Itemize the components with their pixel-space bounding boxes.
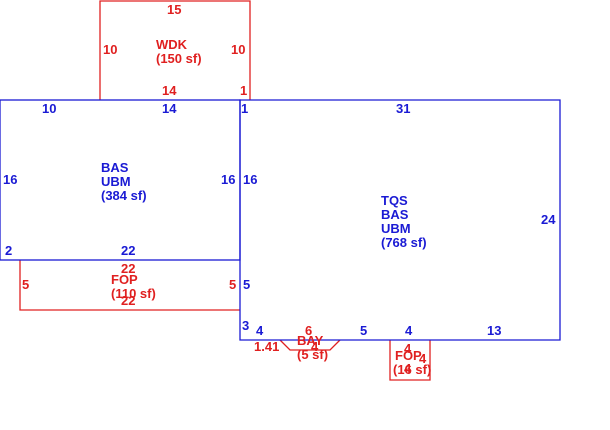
fop-outline xyxy=(19,260,240,311)
fop-code: FOP xyxy=(111,272,138,287)
right-block-outline xyxy=(239,99,561,341)
dim-step: 5 xyxy=(243,277,251,292)
dim-wdk-right: 10 xyxy=(231,42,246,57)
dim-bottom-c: 4 xyxy=(405,323,413,338)
dim-fop-bottom: 22 xyxy=(121,293,136,308)
bay-outline xyxy=(279,339,341,351)
dim-wdk-bottom-right: 1 xyxy=(240,83,248,98)
fop-small-code: FOP xyxy=(395,348,422,363)
bay-code: BAY xyxy=(297,333,324,348)
left-code-bas: BAS xyxy=(101,160,129,175)
dim-fop-small-bottom: 4 xyxy=(404,361,412,376)
dim-left-left: 16 xyxy=(3,172,18,187)
dim-bottom-a: 4 xyxy=(256,323,264,338)
dim-left-top-a: 10 xyxy=(42,101,57,116)
left-code-ubm: UBM xyxy=(101,174,131,189)
fop-small-area: (16 sf) xyxy=(393,362,432,377)
wdk-outline xyxy=(99,0,251,100)
fop-area: (110 sf) xyxy=(111,286,156,301)
fop-small-outline xyxy=(389,340,431,381)
left-area: (384 sf) xyxy=(101,188,147,203)
right-area: (768 sf) xyxy=(381,235,427,250)
dim-bay-diag: 1.41 xyxy=(254,339,280,354)
dim-bottom-b: 5 xyxy=(360,323,368,338)
dim-wdk-left: 10 xyxy=(103,42,118,57)
dim-bay-bottom: 4 xyxy=(311,339,319,354)
bay-area: (5 sf) xyxy=(297,347,329,362)
wdk-area: (150 sf) xyxy=(156,51,202,66)
dim-right-top-left: 1 xyxy=(241,101,249,116)
dim-fop-small-side: 4 xyxy=(419,351,427,366)
dim-right-left: 16 xyxy=(243,172,258,187)
dim-left-bottom: 22 xyxy=(121,243,136,258)
right-code-tqs: TQS xyxy=(381,193,408,208)
dim-wdk-bottom: 14 xyxy=(162,83,177,98)
right-code-bas: BAS xyxy=(381,207,409,222)
dim-fop-right: 5 xyxy=(229,277,237,292)
dim-wdk-top: 15 xyxy=(167,2,182,17)
dim-bay-top: 6 xyxy=(305,323,313,338)
right-code-ubm: UBM xyxy=(381,221,411,236)
dim-left-top-b: 14 xyxy=(162,101,177,116)
dim-fop-left: 5 xyxy=(22,277,30,292)
wdk-code: WDK xyxy=(156,37,188,52)
dim-fop-small-top: 4 xyxy=(404,341,412,356)
dim-bottom-d: 13 xyxy=(487,323,502,338)
dim-step-short: 3 xyxy=(242,318,250,333)
dim-left-bottom-corner: 2 xyxy=(5,243,13,258)
dim-right-top: 31 xyxy=(396,101,411,116)
dim-right-right: 24 xyxy=(541,212,556,227)
dim-fop-top: 22 xyxy=(121,261,136,276)
dim-left-right: 16 xyxy=(221,172,236,187)
